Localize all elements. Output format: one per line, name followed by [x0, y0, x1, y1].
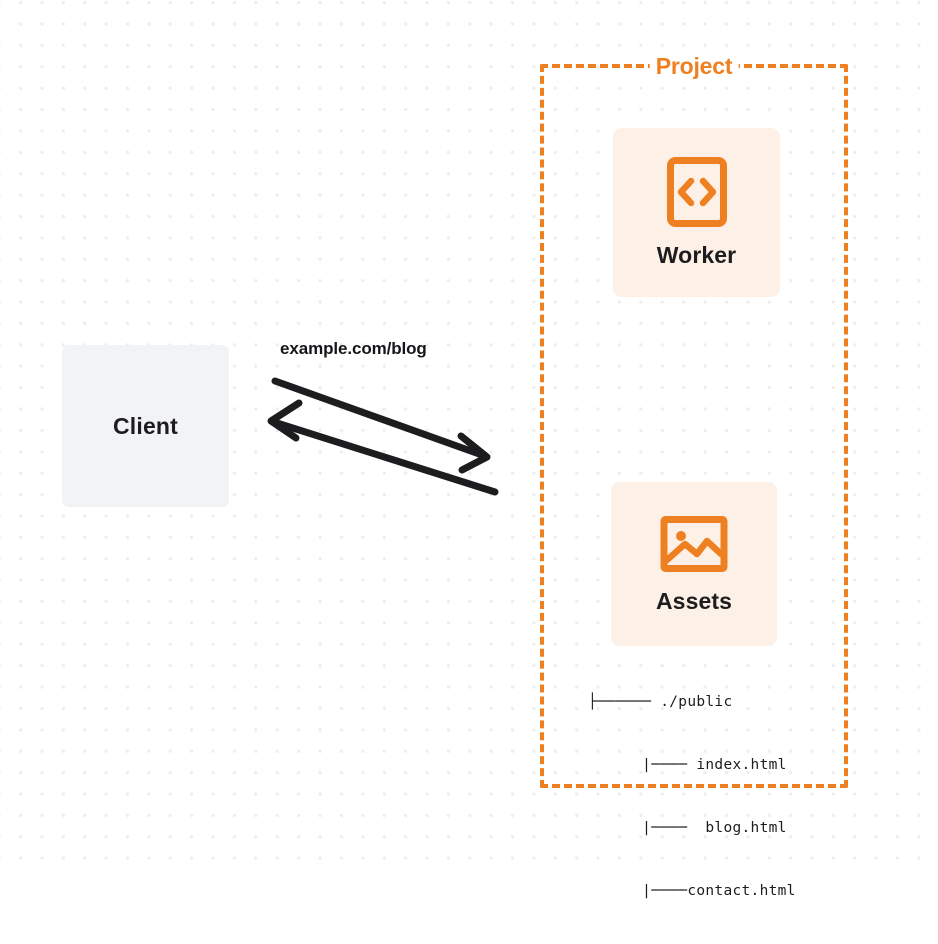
worker-card[interactable]: Worker	[613, 128, 780, 297]
code-brackets-icon	[666, 156, 728, 228]
file-tree-line: |──── index.html	[588, 757, 787, 773]
assets-card[interactable]: Assets	[611, 482, 777, 646]
client-label: Client	[112, 412, 179, 439]
project-group-title: Project	[649, 53, 739, 80]
image-icon	[660, 514, 728, 574]
client-node[interactable]: Client	[62, 345, 229, 507]
worker-label: Worker	[656, 242, 737, 268]
arrow-left-icon	[267, 399, 499, 496]
file-tree-line: |──── blog.html	[588, 820, 787, 836]
file-tree-line: |────contact.html	[588, 883, 796, 899]
assets-label: Assets	[655, 587, 733, 614]
file-tree-line: ├────── ./public	[588, 694, 733, 710]
diagram-canvas: Client example.com/blog Project Worker	[62, 53, 848, 899]
assets-file-tree: ├────── ./public |──── index.html |──── …	[588, 650, 796, 944]
connection-url-label: example.com/blog	[280, 339, 427, 358]
project-group: Project	[540, 53, 848, 788]
arrow-right-icon	[271, 377, 491, 474]
